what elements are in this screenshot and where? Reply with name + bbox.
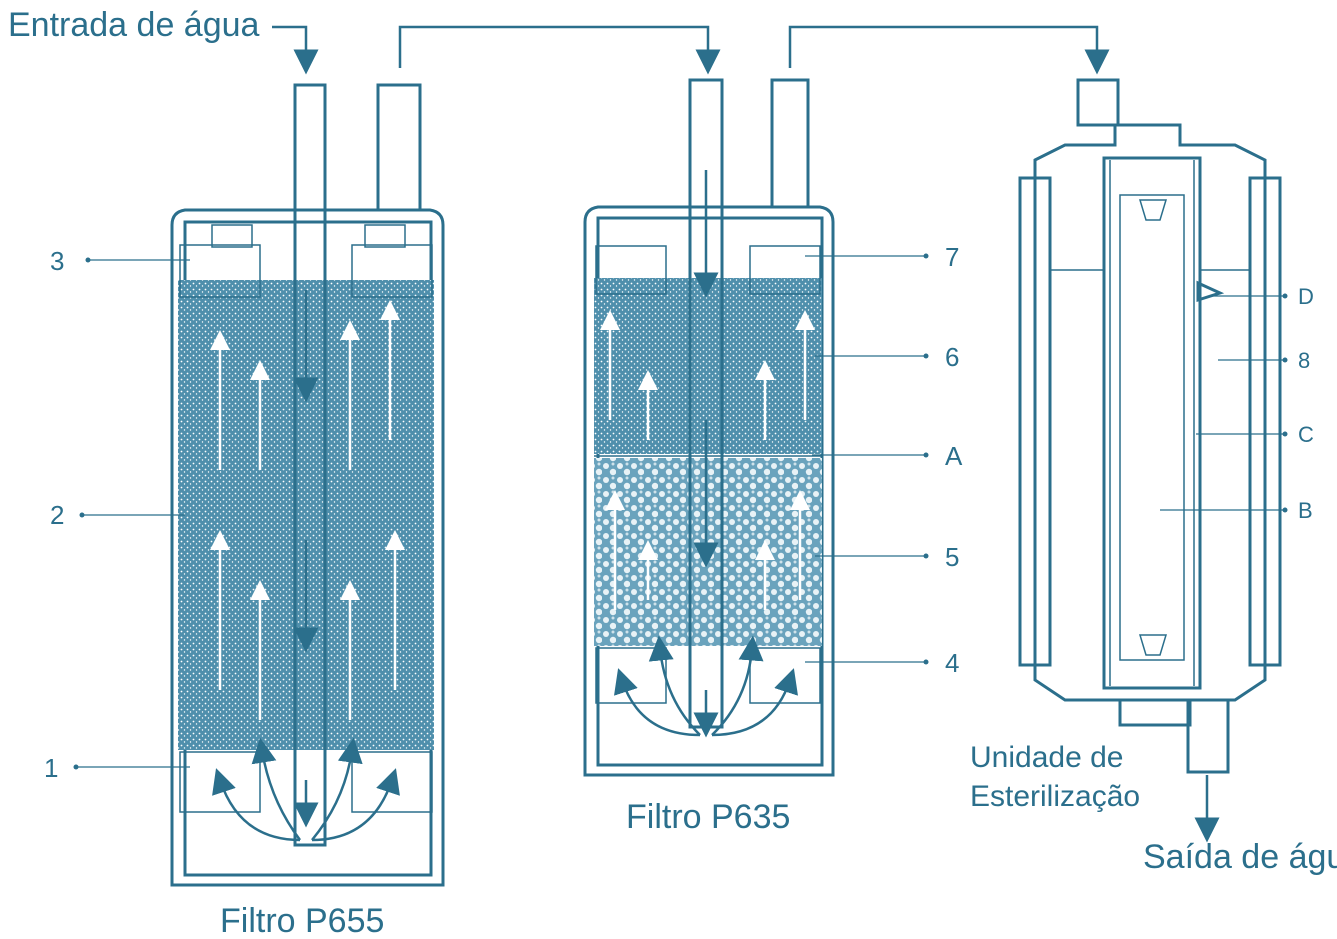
callout-A: A [945, 441, 963, 471]
callout-5: 5 [945, 542, 959, 572]
callout-7: 7 [945, 242, 959, 272]
label-sterilizer-line2: Esterilização [970, 780, 1140, 813]
filter2-lower-media [594, 458, 822, 646]
callout-C: C [1298, 422, 1314, 447]
callout-D: D [1298, 284, 1314, 309]
label-filter-p655: Filtro P655 [220, 902, 384, 939]
filter2-upper-media [594, 278, 822, 454]
flow-piping [272, 25, 1220, 843]
pipe-filter2-to-sterilizer [788, 25, 1110, 75]
inlet-arrow [272, 25, 319, 75]
filter-p655 [170, 83, 445, 887]
label-water-in: Entrada de água [8, 6, 260, 44]
callout-4: 4 [945, 648, 959, 678]
callout-1: 1 [44, 753, 58, 783]
callout-8: 8 [1298, 348, 1310, 373]
sterilization-unit [1018, 78, 1282, 774]
callout-leaders [73, 253, 1288, 770]
label-filter-p635: Filtro P635 [626, 798, 790, 836]
callout-3: 3 [50, 246, 64, 276]
callout-B: B [1298, 498, 1313, 523]
callout-2: 2 [50, 500, 64, 530]
pipe-filter1-to-filter2 [398, 25, 721, 75]
filter-p635 [583, 78, 835, 777]
label-water-out: Saída de água [1143, 838, 1337, 876]
callout-6: 6 [945, 342, 959, 372]
label-sterilizer-line1: Unidade de [970, 741, 1123, 774]
